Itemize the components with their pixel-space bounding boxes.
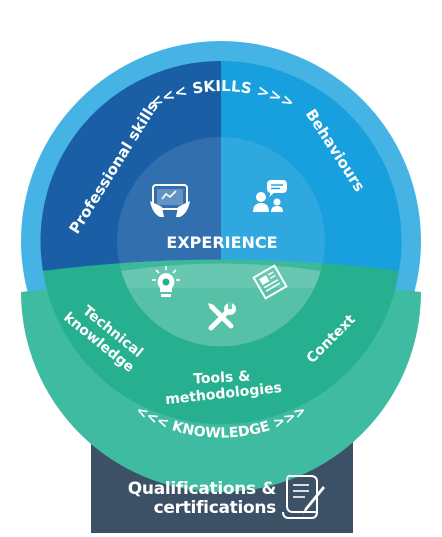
tools-icon bbox=[208, 302, 236, 331]
qualifications-line1: Qualifications & bbox=[127, 479, 277, 499]
behaviours-quadrant bbox=[221, 60, 402, 272]
scroll-pen-icon bbox=[282, 475, 325, 519]
professional-skills-quadrant bbox=[40, 60, 222, 272]
tools-line1: Tools & bbox=[193, 369, 251, 388]
experience-label: EXPERIENCE bbox=[166, 233, 277, 252]
qualifications-label: Qualifications & certifications bbox=[104, 479, 277, 518]
people-chat-icon bbox=[253, 180, 287, 212]
qualifications-line2: certifications bbox=[153, 498, 277, 518]
lightbulb-gear-icon bbox=[152, 266, 180, 297]
newspaper-icon bbox=[252, 264, 288, 300]
experience-circle-top bbox=[117, 137, 325, 288]
knowledge-inner-section bbox=[43, 259, 399, 425]
tablet-hands-icon bbox=[150, 184, 190, 217]
